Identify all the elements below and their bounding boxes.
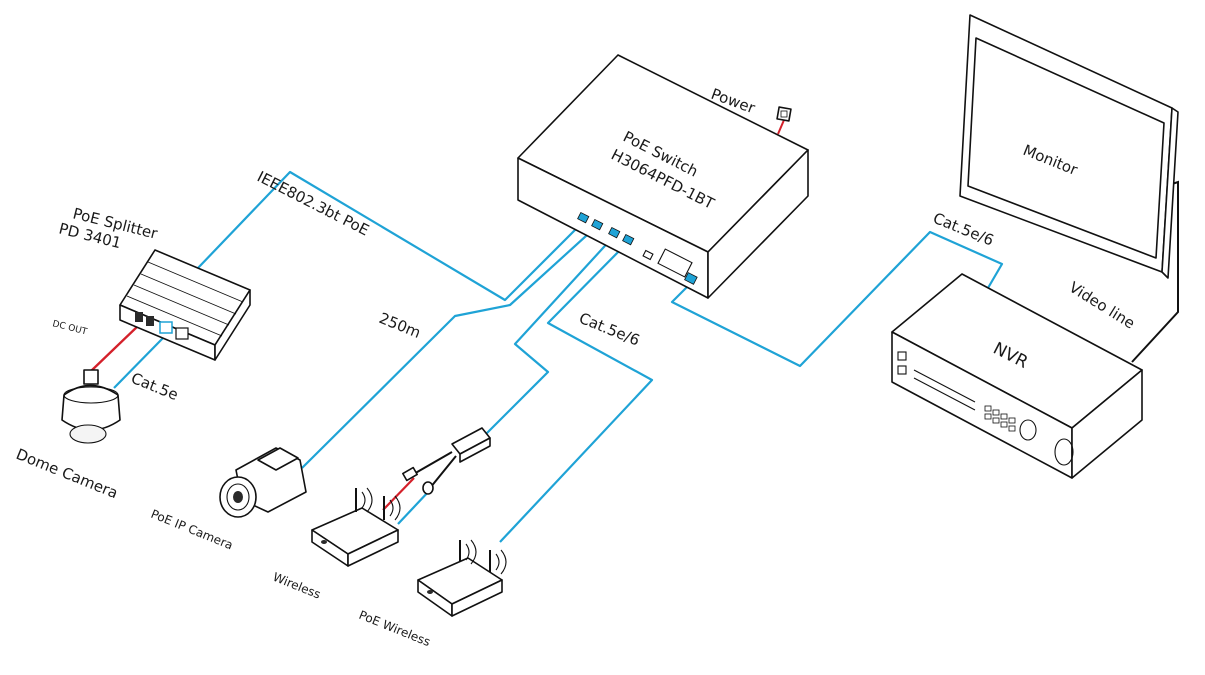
cable-switch-to-ip-camera: [301, 225, 598, 469]
ieee-label: IEEE802.3bt PoE: [254, 168, 372, 240]
dc-cable-splitter-to-dome: [89, 323, 141, 373]
cable-switch-to-wireless: [481, 235, 615, 439]
cable-switch-to-poe-wireless: [499, 241, 654, 543]
switch-port-2: [591, 218, 604, 231]
cat5e6-nvr-label: Cat.5e/6: [931, 209, 997, 250]
poe-ip-camera: [219, 447, 307, 518]
poe-injector: [402, 427, 491, 495]
switch-port-3: [608, 226, 621, 239]
splitter-fins: [126, 261, 244, 337]
dome-camera-label: Dome Camera: [14, 445, 121, 502]
dc-out-label: DC OUT: [51, 319, 88, 337]
cable-injector-to-wireless: [397, 489, 431, 525]
poe-splitter: [119, 249, 251, 361]
monitor: Monitor: [959, 14, 1179, 279]
cable-switch-to-nvr: [670, 230, 1004, 368]
switch-port-4: [622, 233, 635, 246]
cable-switch-to-splitter: [197, 170, 584, 302]
switch-port-1: [577, 211, 590, 224]
cable-splitter-to-dome-data: [113, 337, 164, 389]
switch-ports: [577, 211, 698, 285]
video-line-label: Video line: [1066, 278, 1138, 332]
wireless-label: Wireless: [271, 570, 323, 602]
cables: [113, 170, 1004, 543]
poe-ip-camera-label: PoE IP Camera: [149, 507, 235, 553]
cat5e-label: Cat.5e: [129, 369, 181, 404]
power-socket: [776, 106, 792, 122]
nvr-buttons: [984, 405, 1016, 432]
wireless-router: [311, 487, 401, 567]
nvr: NVR: [891, 273, 1143, 479]
dome-camera: [61, 369, 121, 444]
distance-label: 250m: [377, 309, 424, 342]
poe-switch: PoE Switch H3064PFD-1BT: [517, 54, 809, 299]
switch-port-uplink: [684, 272, 698, 285]
poe-wireless-label: PoE Wireless: [357, 608, 432, 649]
dc-cable-injector: [382, 477, 415, 511]
power-cord: [777, 119, 785, 135]
poe-wireless-router: [417, 539, 507, 617]
